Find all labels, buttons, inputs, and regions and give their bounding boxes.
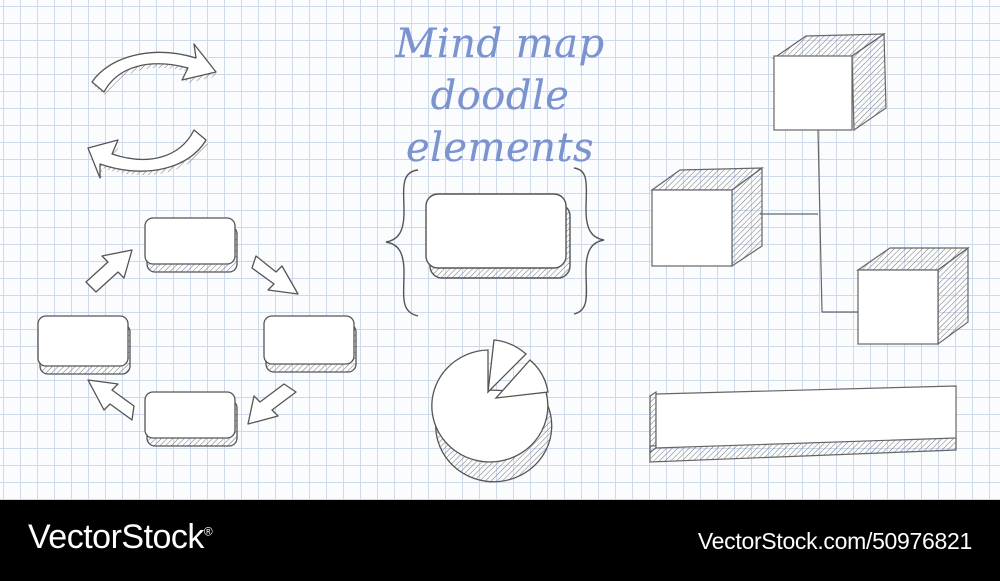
curved-arrow-left-icon [87,129,208,182]
cube-top [771,32,887,132]
doodle-title: Mind map doodle elements [340,18,660,174]
doodle-elements [37,32,970,483]
title-line-1: Mind map [395,21,605,67]
pie-chart-doodle-icon [431,339,553,483]
title-line-2: doodle elements [405,73,595,171]
left-curly-brace-icon [385,169,419,317]
registered-mark: ® [203,524,213,539]
arrow-up-right-icon [85,249,133,293]
flow-box-left [37,315,131,375]
brand-name: VectorStock [28,518,204,556]
arrow-up-left-icon [87,379,135,421]
arrow-down-left-icon [247,383,297,425]
watermark-footer: VectorStock® VectorStock.com/50976821 [0,500,1000,581]
curved-arrow-right-icon [91,43,218,96]
arrow-down-right-icon [251,255,299,295]
bracketed-box [385,167,605,317]
vectorstock-logo: VectorStock® [28,518,213,557]
flow-box-top [144,217,238,273]
long-3d-bar [649,385,957,463]
right-curly-brace-icon [573,167,605,315]
graph-paper-canvas: Mind map doodle elements [0,0,1000,500]
flow-box-right [263,315,357,373]
cube-hierarchy-diagram [650,32,970,346]
flow-box-bottom [144,391,238,447]
cycle-arrows-icon [87,43,218,182]
cube-bottom [856,246,970,346]
cube-middle [650,166,764,268]
flow-cycle-diagram [37,217,357,447]
stock-image-id: VectorStock.com/50976821 [697,528,972,554]
